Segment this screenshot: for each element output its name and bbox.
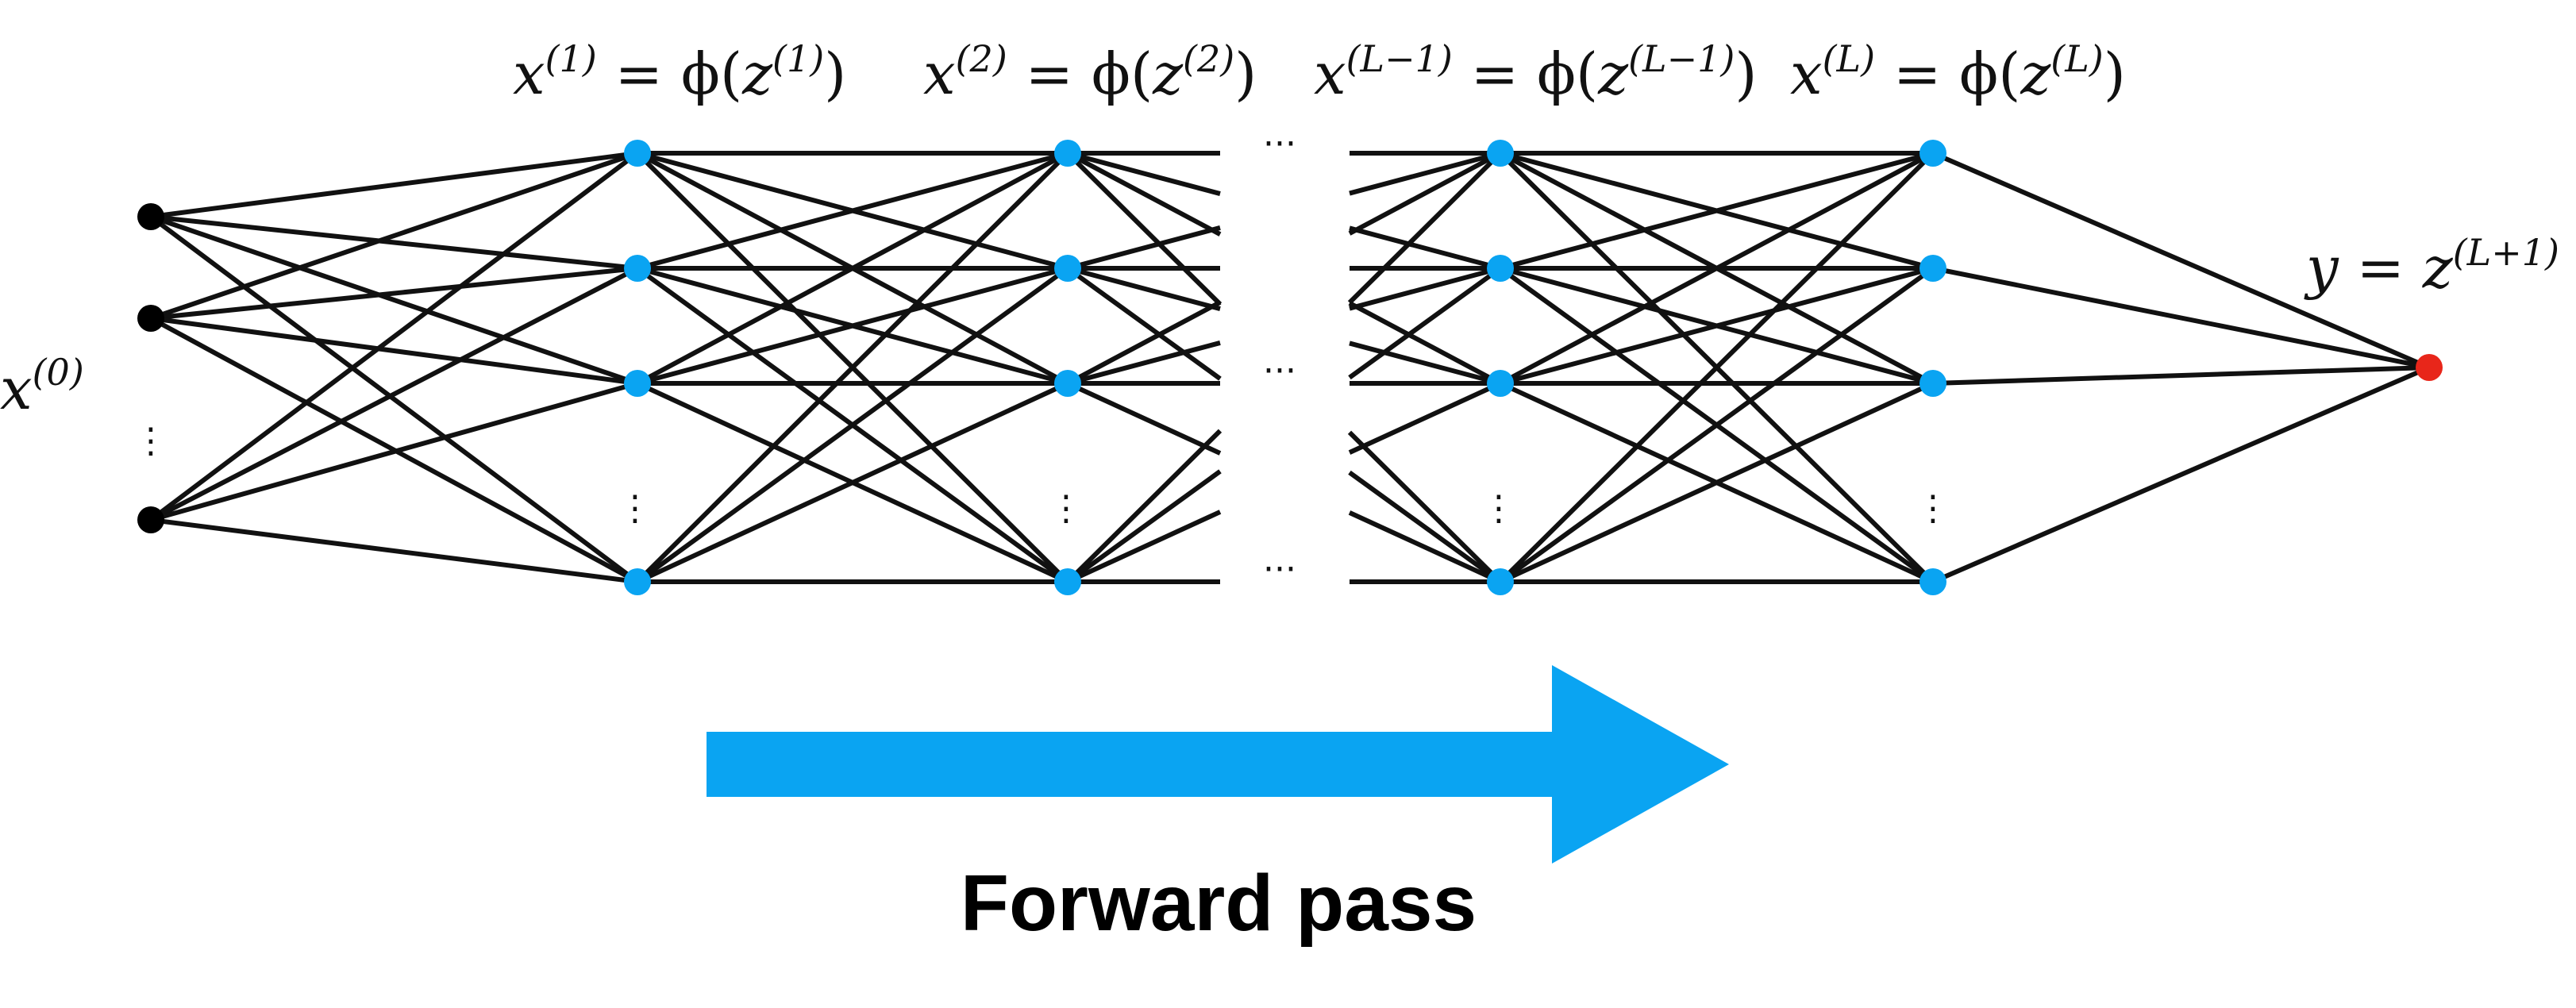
hidden-layer-2-label: x(2) = ϕ(z(2)) — [923, 37, 1257, 107]
hidden-L-minus-1-node — [1487, 568, 1514, 595]
hidden-layer-L-minus-1-label: x(L−1) = ϕ(z(L−1)) — [1314, 37, 1757, 107]
network-edge — [1347, 430, 1503, 584]
vertical-ellipsis-hidden-1: ⋮ — [618, 488, 653, 529]
network-edge — [1348, 301, 1502, 386]
input-node — [137, 203, 164, 230]
hidden-L-node — [1919, 140, 1946, 167]
network-edge — [635, 151, 1070, 584]
network-edge — [1931, 365, 2431, 584]
network-nodes — [137, 140, 2443, 595]
network-edge — [1348, 266, 1502, 380]
network-edge — [1349, 266, 1501, 311]
network-edge — [149, 214, 639, 584]
network-edge — [1065, 151, 1223, 306]
network-edge — [1348, 510, 1502, 584]
network-edge — [1066, 151, 1222, 237]
network-edge — [1067, 340, 1221, 386]
network-edge — [1349, 225, 1501, 271]
hidden-L-node — [1919, 370, 1946, 397]
horizontal-ellipsis-top: ··· — [1263, 124, 1296, 164]
network-edge — [150, 214, 638, 386]
network-edge — [1499, 151, 1935, 386]
hidden-L-node — [1919, 255, 1946, 282]
input-layer-label: x(0) — [0, 351, 84, 422]
network-edge — [149, 266, 639, 522]
network-edge — [1348, 151, 1502, 236]
vertical-ellipsis-input: ⋮ — [133, 421, 168, 461]
network-edge — [1066, 266, 1222, 381]
network-edge — [1066, 510, 1222, 584]
network-edge — [150, 214, 638, 271]
vertical-ellipsis-hidden-L: ⋮ — [1916, 488, 1950, 529]
hidden-1-node — [624, 370, 651, 397]
network-edge — [1066, 300, 1222, 386]
hidden-1-node — [624, 140, 651, 167]
horizontal-ellipsis-bottom: ··· — [1263, 549, 1296, 590]
network-edge — [636, 266, 1069, 584]
hidden-2-node — [1054, 568, 1081, 595]
network-edge — [636, 381, 1069, 584]
hidden-layer-L-label: x(L) = ϕ(z(L)) — [1790, 37, 2126, 107]
network-edge — [1066, 469, 1222, 584]
hidden-2-node — [1054, 370, 1081, 397]
horizontal-ellipsis-middle: ··· — [1263, 351, 1296, 391]
network-edge — [1349, 340, 1501, 386]
network-edge — [149, 151, 639, 522]
network-edge — [1932, 266, 2430, 370]
network-edge — [150, 517, 638, 584]
network-edge — [150, 381, 638, 522]
network-edge — [1932, 365, 2430, 386]
output-node — [2416, 354, 2443, 381]
network-edge — [1348, 470, 1502, 584]
network-edge — [636, 151, 1069, 386]
vertical-ellipsis-hidden-2: ⋮ — [1049, 488, 1084, 529]
network-edge — [637, 151, 1069, 271]
network-edge — [1067, 266, 1221, 311]
vertical-ellipsis-hidden-L-minus-1: ⋮ — [1481, 488, 1516, 529]
hidden-L-minus-1-node — [1487, 370, 1514, 397]
output-layer-label: y = z(L+1) — [2304, 231, 2559, 301]
network-edge — [150, 151, 638, 219]
forward-pass-label: Forward pass — [961, 859, 1477, 948]
network-edge — [1500, 151, 1934, 271]
network-edge — [1499, 381, 1935, 584]
hidden-1-node — [624, 568, 651, 595]
network-edge — [1500, 266, 1934, 386]
network-edge — [1349, 151, 1501, 196]
hidden-L-minus-1-node — [1487, 140, 1514, 167]
input-node — [137, 506, 164, 533]
network-edge — [1067, 151, 1221, 196]
network-edge — [1347, 151, 1503, 305]
hidden-L-node — [1919, 568, 1946, 595]
network-edge — [150, 316, 638, 386]
hidden-1-node — [624, 255, 651, 282]
hidden-layer-1-label: x(1) = ϕ(z(1)) — [513, 37, 846, 107]
network-edge — [1066, 381, 1222, 456]
network-edge — [1067, 225, 1221, 271]
network-edge — [1348, 381, 1502, 455]
network-edge — [150, 266, 638, 321]
network-edge — [637, 266, 1069, 386]
network-edge — [1931, 151, 2431, 370]
network-edge — [1498, 151, 1935, 584]
forward-pass-arrow — [707, 665, 1729, 864]
hidden-L-minus-1-node — [1487, 255, 1514, 282]
network-edge — [150, 151, 638, 321]
input-node — [137, 305, 164, 332]
network-edge — [1499, 266, 1935, 584]
network-edges — [149, 151, 2431, 584]
hidden-2-node — [1054, 140, 1081, 167]
hidden-2-node — [1054, 255, 1081, 282]
network-edge — [1065, 429, 1223, 584]
